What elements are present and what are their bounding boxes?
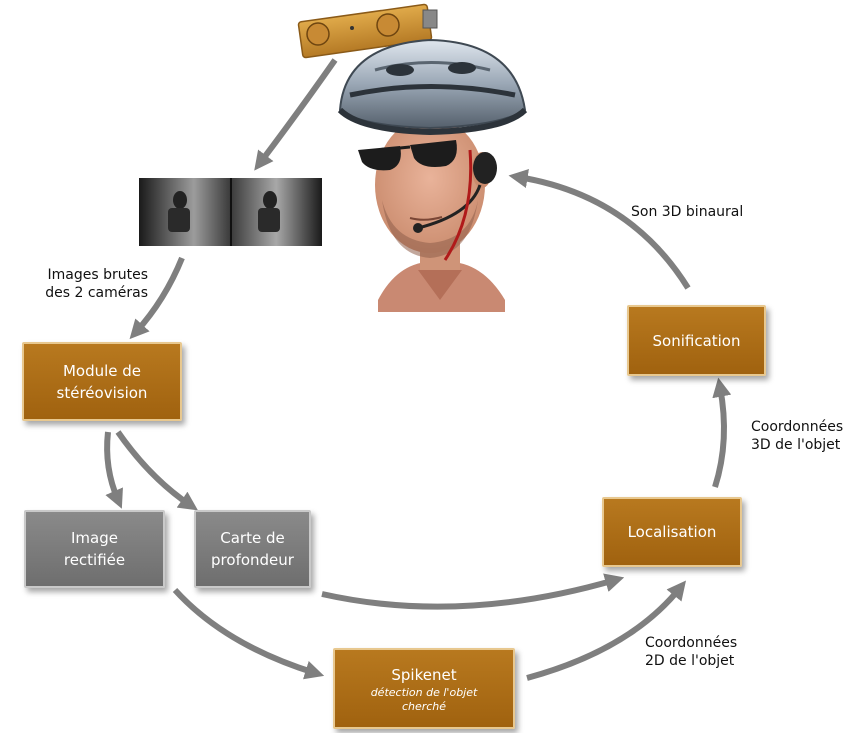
sonification-box: Sonification	[627, 305, 766, 376]
sound-3d-text: Son 3D binaural	[631, 204, 744, 220]
arrow-stereo-to-depth	[115, 430, 198, 511]
raw-camera-images	[139, 178, 322, 246]
localisation-title: Localisation	[627, 523, 717, 541]
arrow-depth-to-localisation	[321, 573, 625, 610]
arrow-camera-to-images	[254, 58, 338, 171]
raw-images-line2: des 2 caméras	[45, 285, 148, 301]
coords-2d-line2: 2D de l'objet	[645, 653, 735, 669]
raw-images-line1: Images brutes	[47, 267, 148, 283]
spikenet-sub1: détection de l'objet	[370, 685, 478, 699]
rectified-line2: rectifiée	[63, 551, 126, 569]
sound-3d-label: Son 3D binaural	[631, 203, 801, 221]
arrow-rectified-to-spikenet	[172, 587, 325, 680]
localisation-box: Localisation	[602, 497, 742, 567]
raw-images-label: Images brutes des 2 caméras	[0, 266, 148, 302]
coords-3d-label: Coordonnées 3D de l'objet	[751, 418, 863, 454]
coords-3d-line1: Coordonnées	[751, 419, 844, 435]
person-with-helmet-image	[337, 38, 528, 312]
arrow-spikenet-to-localisation	[526, 580, 687, 681]
coords-2d-label: Coordonnées 2D de l'objet	[645, 634, 775, 670]
rectified-image-box: Image rectifiée	[24, 510, 165, 588]
rectified-line1: Image	[71, 529, 118, 547]
spikenet-sub2: cherché	[401, 699, 447, 713]
stereovision-line2: stéréovision	[56, 383, 148, 402]
spikenet-box: Spikenet détection de l'objet cherché	[333, 648, 515, 729]
arrow-images-to-stereo	[129, 256, 185, 340]
arrow-stereo-to-rectified	[104, 431, 123, 509]
depth-line2: profondeur	[211, 551, 294, 569]
depth-line1: Carte de	[220, 529, 285, 547]
coords-3d-line2: 3D de l'objet	[751, 437, 841, 453]
coords-2d-line1: Coordonnées	[645, 635, 738, 651]
sonification-title: Sonification	[652, 331, 741, 350]
arrow-localisation-to-sonification	[712, 377, 732, 488]
spikenet-title: Spikenet	[391, 665, 457, 684]
depth-map-box: Carte de profondeur	[194, 510, 311, 588]
stereovision-line1: Module de	[62, 361, 142, 380]
arrow-sonification-to-head	[508, 169, 691, 290]
stereovision-module-box: Module de stéréovision	[22, 342, 182, 421]
